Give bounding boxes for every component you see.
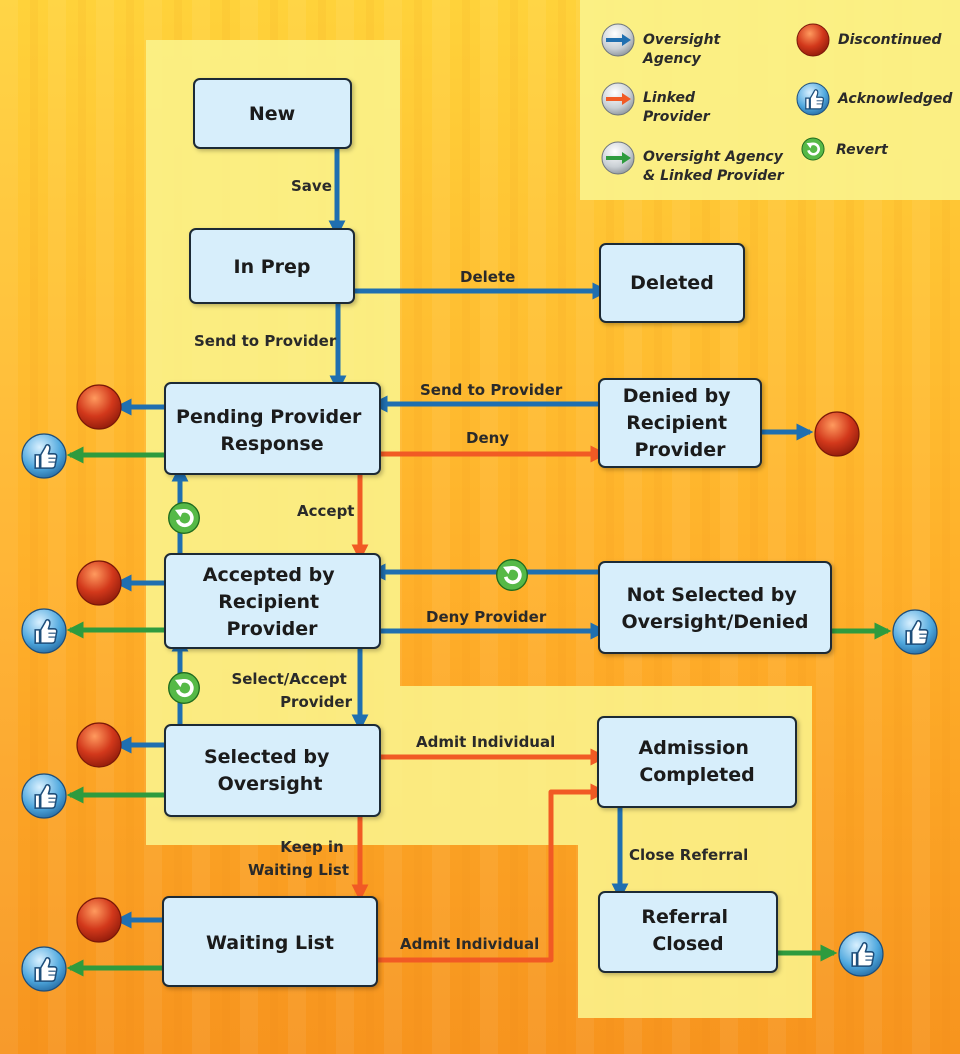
state-in-prep-label: In Prep bbox=[234, 256, 311, 278]
state-deleted[interactable]: Deleted bbox=[599, 243, 745, 323]
discontinued-icon bbox=[76, 722, 122, 768]
edge-label-send-to-provider-back: Send to Provider bbox=[420, 381, 563, 399]
state-new-label: New bbox=[249, 103, 295, 125]
legend-panel bbox=[580, 0, 960, 200]
edge-label-delete: Delete bbox=[460, 268, 515, 286]
legend-linked-provider-icon bbox=[601, 82, 635, 116]
state-accepted-label: Accepted by Recipient Provider bbox=[203, 564, 342, 640]
state-new[interactable]: New bbox=[193, 78, 352, 149]
edge-label-accept: Accept bbox=[297, 502, 354, 520]
legend-oversight-agency-label: Oversight Agency bbox=[642, 32, 725, 67]
state-denied-by-recipient[interactable]: Denied by Recipient Provider bbox=[598, 378, 762, 468]
state-selected-by-oversight[interactable]: Selected by Oversight bbox=[164, 724, 381, 817]
state-pending-label: Pending Provider Response bbox=[176, 406, 368, 455]
revert-icon bbox=[166, 500, 202, 536]
revert-icon bbox=[166, 670, 202, 706]
acknowledged-icon bbox=[21, 433, 67, 479]
legend-acknowledged-icon bbox=[796, 82, 830, 116]
state-not-selected-label: Not Selected by Oversight/Denied bbox=[622, 584, 809, 633]
legend-acknowledged-label: Acknowledged bbox=[837, 91, 953, 107]
acknowledged-icon bbox=[892, 609, 938, 655]
transitions bbox=[66, 142, 892, 977]
legend-discontinued-label: Discontinued bbox=[838, 32, 943, 48]
state-admission-label: Admission Completed bbox=[639, 737, 756, 786]
edge-label-close-referral: Close Referral bbox=[629, 846, 748, 864]
discontinued-icon bbox=[76, 560, 122, 606]
legend-revert-label: Revert bbox=[836, 142, 889, 158]
legend-discontinued-icon bbox=[796, 23, 830, 57]
acknowledged-icon bbox=[21, 773, 67, 819]
revert-icon bbox=[494, 557, 530, 593]
legend-both-icon bbox=[601, 141, 635, 175]
state-selected-label: Selected by Oversight bbox=[204, 746, 336, 795]
edge-label-select-accept: Select/Accept Provider bbox=[231, 670, 352, 711]
state-waiting-list-label: Waiting List bbox=[206, 932, 334, 954]
state-waiting-list[interactable]: Waiting List bbox=[162, 896, 378, 987]
state-in-prep[interactable]: In Prep bbox=[189, 228, 355, 304]
state-pending-provider-response[interactable]: Pending Provider Response bbox=[164, 382, 381, 475]
state-denied-label: Denied by Recipient Provider bbox=[623, 385, 737, 461]
state-referral-closed-label: Referral Closed bbox=[641, 906, 734, 955]
legend-revert-icon bbox=[800, 136, 826, 162]
legend-linked-provider-label: Linked Provider bbox=[643, 90, 711, 125]
edge-label-deny: Deny bbox=[466, 429, 509, 447]
edge-label-keep-in-waiting: Keep in Waiting List bbox=[248, 838, 349, 879]
edge-label-save: Save bbox=[291, 177, 332, 195]
state-deleted-label: Deleted bbox=[630, 272, 714, 294]
acknowledged-icon bbox=[21, 946, 67, 992]
edge-label-send-to-provider: Send to Provider bbox=[194, 332, 337, 350]
edge-label-deny-provider: Deny Provider bbox=[426, 608, 547, 626]
acknowledged-icons bbox=[21, 433, 938, 992]
state-admission-completed[interactable]: Admission Completed bbox=[597, 716, 797, 808]
discontinued-icon bbox=[76, 384, 122, 430]
edge-label-admit-from-selected: Admit Individual bbox=[416, 733, 555, 751]
acknowledged-icon bbox=[838, 931, 884, 977]
discontinued-icons bbox=[76, 384, 860, 943]
state-referral-closed[interactable]: Referral Closed bbox=[598, 891, 778, 973]
state-not-selected[interactable]: Not Selected by Oversight/Denied bbox=[598, 561, 832, 654]
legend-oversight-agency-icon bbox=[601, 23, 635, 57]
edge-label-admit-from-waiting: Admit Individual bbox=[400, 935, 539, 953]
legend-both-label: Oversight Agency & Linked Provider bbox=[643, 149, 788, 184]
edge-admit-from-waiting bbox=[372, 783, 608, 963]
acknowledged-icon bbox=[21, 608, 67, 654]
state-accepted-by-recipient[interactable]: Accepted by Recipient Provider bbox=[164, 553, 381, 649]
legend: Oversight Agency Linked Provider Oversig… bbox=[601, 23, 953, 184]
discontinued-icon bbox=[76, 897, 122, 943]
discontinued-icon bbox=[814, 411, 860, 457]
